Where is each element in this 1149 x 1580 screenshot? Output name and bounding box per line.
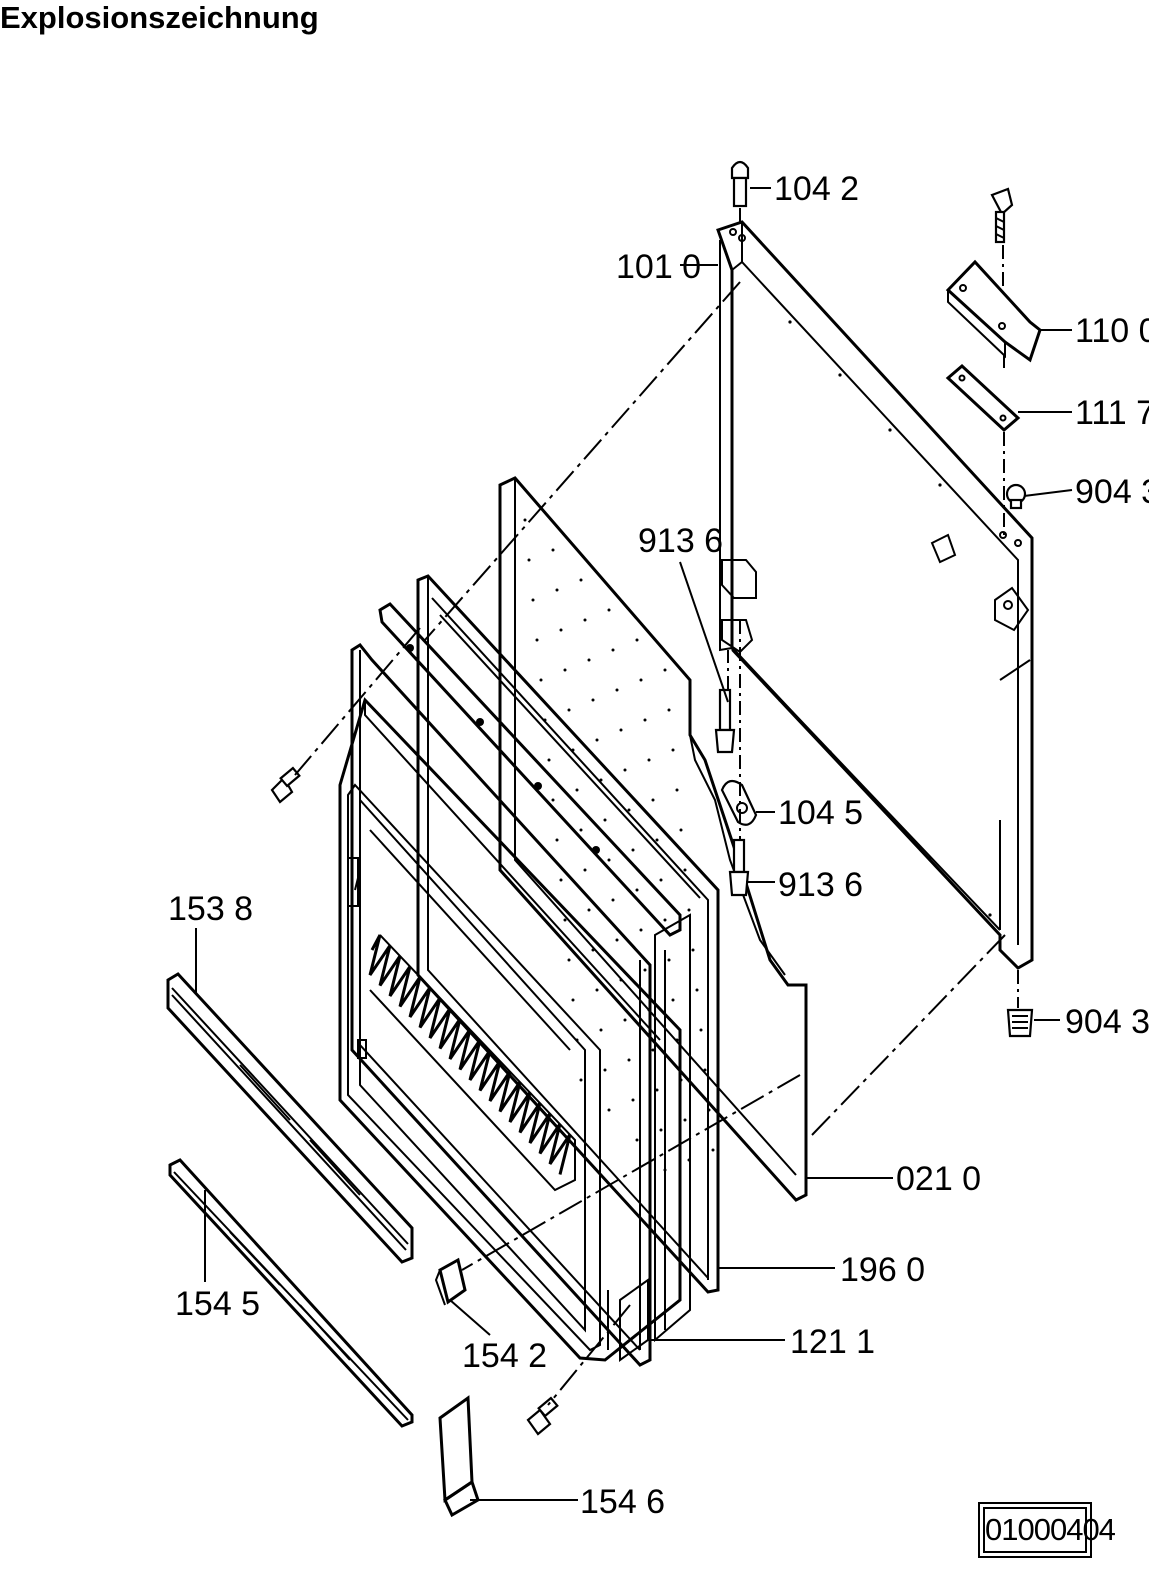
label-904-3-upper: 904 3: [1075, 473, 1149, 511]
label-196-0: 196 0: [840, 1251, 925, 1289]
label-021-0: 021 0: [896, 1160, 981, 1198]
hinge-plate: [945, 363, 1021, 433]
page-title: Explosionszeichnung: [0, 0, 319, 35]
insulation-panel: [498, 476, 808, 1202]
document-number-box: 01000404: [978, 1502, 1116, 1558]
label-904-3-lower: 904 3: [1065, 1003, 1149, 1041]
screw-door-bottom: [526, 1396, 559, 1436]
label-154-2: 154 2: [462, 1337, 547, 1375]
assembly-lines: [294, 281, 1019, 1406]
screw-top: [730, 160, 750, 222]
clip: [434, 1257, 467, 1306]
label-154-6: 154 6: [580, 1483, 665, 1521]
label-913-6-upper: 913 6: [638, 522, 723, 560]
rear-frame: [716, 220, 1034, 970]
label-913-6-lower: 913 6: [778, 866, 863, 904]
screw-lower-center: [728, 838, 750, 897]
screw-door-left: [270, 766, 301, 804]
bracket: [438, 1395, 480, 1518]
label-104-5: 104 5: [778, 794, 863, 832]
label-110-0: 110 0: [1075, 312, 1149, 350]
knob-lower: [1006, 1008, 1034, 1038]
screw-center: [714, 688, 736, 754]
door-body: [338, 697, 691, 1362]
label-121-1: 121 1: [790, 1323, 875, 1361]
part-labels: 104 2 101 0 110 0 111 7 904 3 913 6 104 …: [168, 170, 1149, 1521]
label-154-5: 154 5: [175, 1285, 260, 1323]
label-104-2: 104 2: [774, 170, 859, 208]
label-111-7: 111 7: [1075, 394, 1149, 432]
label-153-8: 153 8: [168, 890, 253, 928]
rail-upper: [166, 972, 414, 1264]
hinge-block: [945, 259, 1042, 363]
door-seal: [416, 574, 720, 1294]
rail-lower: [168, 1158, 414, 1428]
label-101-0: 101 0: [616, 248, 701, 286]
screw-top-right: [990, 187, 1014, 244]
leader-lines: [195, 187, 1073, 1501]
insulation-texture: [523, 518, 715, 1172]
knob-upper: [1005, 483, 1027, 510]
